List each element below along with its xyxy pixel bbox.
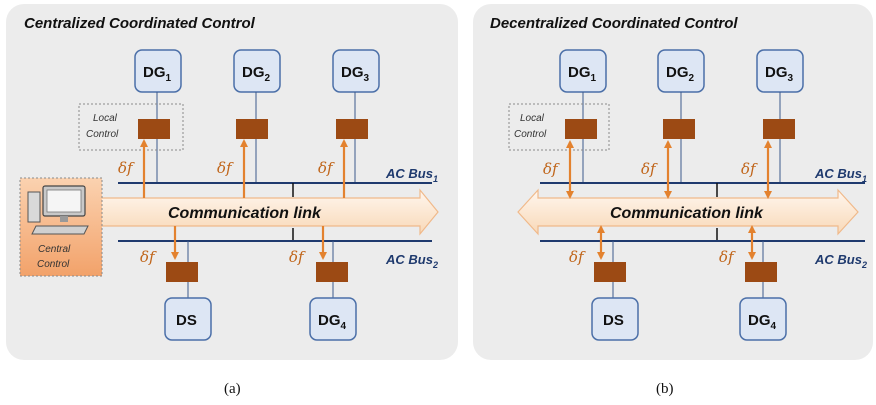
ac-bus-1-label: AC Bus1 <box>385 166 438 184</box>
delta-f-label: δf <box>217 159 234 177</box>
panel-caption: (b) <box>656 381 674 397</box>
svg-text:Control: Control <box>37 259 70 270</box>
svg-text:DG1: DG1 <box>568 64 597 84</box>
local-control-box <box>508 103 610 151</box>
svg-text:DG4: DG4 <box>318 312 347 332</box>
breaker <box>236 119 268 139</box>
breaker <box>166 262 198 282</box>
communication-link-arrow <box>99 188 439 236</box>
dg4-unit: DG4 <box>309 297 357 341</box>
ac-bus-2-label: AC Bus2 <box>385 252 438 270</box>
svg-text:Control: Control <box>514 129 547 140</box>
svg-text:Local: Local <box>520 113 545 124</box>
breaker <box>663 119 695 139</box>
delta-f-label: δf <box>140 248 157 266</box>
delta-f-label: δf <box>719 248 736 266</box>
delta-f-label: δf <box>118 159 135 177</box>
svg-text:DG2: DG2 <box>666 64 695 84</box>
computer-icon <box>27 185 89 235</box>
panel-centralized: Centralized Coordinated Control DG1 DG2 … <box>6 4 458 397</box>
panel-title: Centralized Coordinated Control <box>24 15 256 32</box>
dg4-unit: DG4 <box>739 297 787 341</box>
communication-link-label: Communication link <box>610 205 764 222</box>
panel-caption: (a) <box>224 381 241 397</box>
svg-text:DG3: DG3 <box>765 64 794 84</box>
delta-f-label: δf <box>641 160 658 178</box>
delta-f-label: δf <box>741 160 758 178</box>
breaker <box>138 119 170 139</box>
svg-text:DG2: DG2 <box>242 64 271 84</box>
svg-text:DG4: DG4 <box>748 312 777 332</box>
svg-text:DG1: DG1 <box>143 64 172 84</box>
ac-bus-2-label: AC Bus2 <box>814 252 867 270</box>
communication-link-arrow <box>517 188 859 236</box>
panel-decentralized: Decentralized Coordinated Control DG1 DG… <box>473 4 873 397</box>
local-control-box <box>78 103 184 151</box>
svg-text:DG3: DG3 <box>341 64 370 84</box>
ds-unit: DS <box>164 297 212 341</box>
svg-text:Local: Local <box>93 113 118 124</box>
svg-text:Control: Control <box>86 129 119 140</box>
ds-unit: DS <box>591 297 639 341</box>
dg1-unit: DG1 <box>559 49 607 93</box>
central-control-box: Central Control <box>19 177 103 277</box>
svg-text:DS: DS <box>603 312 624 329</box>
breaker <box>745 262 777 282</box>
ac-bus-1-label: AC Bus1 <box>814 166 867 184</box>
breaker <box>594 262 626 282</box>
svg-text:Central: Central <box>38 244 71 255</box>
breaker <box>336 119 368 139</box>
breaker <box>763 119 795 139</box>
communication-link-label: Communication link <box>168 205 322 222</box>
svg-text:DS: DS <box>176 312 197 329</box>
breaker <box>316 262 348 282</box>
delta-f-label: δf <box>318 159 335 177</box>
delta-f-label: δf <box>289 248 306 266</box>
dg1-unit: DG1 <box>134 49 182 93</box>
dg3-unit: DG3 <box>756 49 804 93</box>
delta-f-label: δf <box>543 160 560 178</box>
delta-f-label: δf <box>569 248 586 266</box>
dg2-unit: DG2 <box>233 49 281 93</box>
breaker <box>565 119 597 139</box>
dg2-unit: DG2 <box>657 49 705 93</box>
panel-title: Decentralized Coordinated Control <box>490 15 738 32</box>
dg3-unit: DG3 <box>332 49 380 93</box>
